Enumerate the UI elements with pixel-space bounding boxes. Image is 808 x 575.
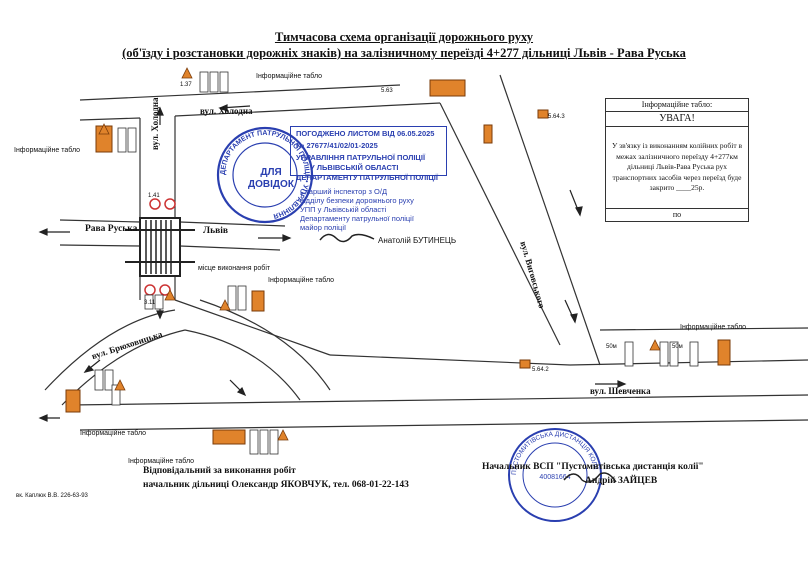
approval-line-9: Департаменту патрульної поліції: [300, 214, 414, 223]
title-line-1: Тимчасова схема організації дорожнього р…: [274, 30, 534, 44]
sign-code: 5.64.2: [532, 367, 549, 373]
author-note: вк. Каплюк В.В. 226-63-93: [16, 493, 88, 499]
warning-sign-icon: [181, 67, 193, 79]
road-edge: [59, 219, 141, 223]
approval-signer: Анатолій БУТИНЕЦЬ: [378, 236, 457, 245]
info-board-icon: [65, 389, 81, 413]
info-board-icon: [251, 290, 265, 312]
info-box-header: Інформаційне табло:: [606, 99, 748, 112]
info-board-label: Інформаційне табло: [128, 458, 195, 465]
info-tablo-box: Інформаційне табло: УВАГА! У зв'язку із …: [605, 98, 749, 222]
road-edge: [69, 394, 808, 406]
warning-sign-icon: [277, 429, 289, 441]
handwritten-signature: [319, 233, 375, 243]
road-edge: [199, 299, 331, 391]
police-stamp-center1: ДЛЯ: [260, 167, 281, 178]
sign-code: 1.37: [180, 82, 192, 88]
railway-stamp-center: 40081664: [539, 474, 570, 481]
approval-line-1: ПОГОДЖЕНО ЛИСТОМ ВІД 06.05.2025: [296, 129, 435, 138]
road-edge: [79, 84, 401, 101]
road-edge: [439, 102, 561, 346]
road-edge: [329, 354, 571, 366]
title-line-2: (об'їзду і розстановки дорожніх знаків) …: [122, 46, 686, 60]
info-board-icon: [429, 79, 466, 97]
closed-sign-icon: [149, 198, 161, 210]
info-board-label: Інформаційне табло: [14, 147, 81, 154]
police-stamp-center2: ДОВІДОК: [248, 179, 295, 190]
road-edge: [569, 359, 808, 366]
info-board-label: Інформаційне табло: [680, 324, 747, 331]
warning-sign-icon: [219, 299, 231, 311]
street-kholodna-vertical: вул. Холодна: [150, 97, 160, 150]
info-box-body: У зв'язку із виконанням колійних робіт в…: [611, 141, 743, 192]
sign-code: 5.63: [381, 88, 393, 94]
responsible-line-2: начальник дільниці Олександр ЯКОВЧУК, те…: [143, 480, 409, 490]
road-edge: [184, 329, 301, 401]
responsible-line-1: Відповідальний за виконання робіт: [143, 466, 296, 476]
railway-stamp: ПУСТОМИТІВСЬКА ДИСТАНЦІЯ КОЛІЇ 40081664: [508, 428, 602, 522]
road-edge: [59, 244, 141, 247]
chief-line-1: Начальник ВСП "Пустомитівська дистанція …: [482, 462, 704, 472]
street-kholodna-top: вул. Холодна: [200, 106, 253, 116]
chief-signature: [563, 472, 617, 483]
road-edge: [599, 327, 808, 331]
street-shevchenka: вул. Шевченка: [590, 386, 651, 396]
sign-5-64-3-icon: [537, 109, 549, 119]
info-board-icon: [212, 429, 246, 445]
approval-stamp-box: [290, 126, 447, 176]
sign-5-64-2-icon: [519, 359, 531, 369]
info-box-footer: по: [606, 208, 748, 221]
sign-5-64-3-icon: [483, 124, 493, 144]
approval-line-6: Старший інспектор з О/Д: [300, 187, 388, 196]
warning-sign-icon: [114, 379, 126, 391]
info-board-label: Інформаційне табло: [268, 277, 335, 284]
road-edge: [174, 299, 331, 356]
city-lviv: Львів: [203, 226, 229, 236]
warning-sign-icon: [649, 339, 661, 351]
distance-label: 50м: [606, 344, 617, 350]
road-edge: [79, 419, 808, 431]
warning-sign-icon: [98, 123, 110, 135]
approval-line-3: УПРАВЛІННЯ ПАТРУЛЬНОЇ ПОЛІЦІЇ: [296, 153, 426, 162]
info-board-label: Інформаційне табло: [256, 73, 323, 80]
approval-line-2: № 27677/41/02/01-2025: [296, 141, 378, 150]
info-board-icon: [717, 339, 731, 366]
sign-code: 1.41: [148, 193, 160, 199]
approval-line-5: ДЕПАРТАМЕНТУ ПАТРУЛЬНОЇ ПОЛІЦІЇ: [296, 173, 438, 182]
chief-line-2: Андрій ЗАЙЦЕВ: [585, 476, 658, 486]
approval-line-4: У ЛЬВІВСЬКІЙ ОБЛАСТІ: [310, 163, 399, 172]
closed-sign-icon: [144, 284, 156, 296]
approval-line-7: відділу безпеки дорожнього руху: [300, 196, 414, 205]
road-edge: [499, 74, 601, 366]
info-box-warning: УВАГА!: [606, 112, 748, 127]
info-board-label: Інформаційне табло: [80, 430, 147, 437]
closed-sign-icon: [164, 198, 176, 210]
sign-code: 5.64.3: [548, 114, 565, 120]
warning-sign-icon: [164, 289, 176, 301]
sign-code: 3.11: [144, 300, 156, 306]
approval-line-8: УПП у Львівській області: [300, 205, 387, 214]
approval-line-10: майор поліції: [300, 223, 347, 232]
road-edge: [79, 117, 141, 121]
work-place-label: місце виконання робіт: [198, 265, 271, 272]
road-edge: [174, 102, 441, 117]
city-rava-ruska: Рава Руська: [85, 224, 138, 234]
road-edge: [179, 221, 286, 227]
road-edge: [179, 245, 281, 251]
distance-label: 50м: [672, 344, 683, 350]
